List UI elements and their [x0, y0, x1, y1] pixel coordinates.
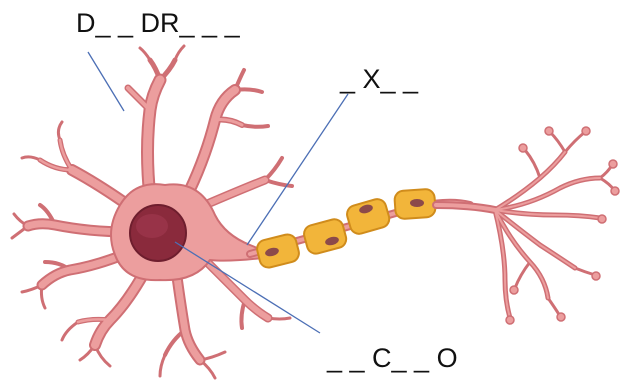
nucleus-label: _ _ C_ _ O	[327, 345, 458, 372]
axon-terminals	[436, 132, 614, 318]
dendrite-label: D_ _ DR_ _ _	[76, 10, 240, 37]
axon-label: _ X_ _	[340, 66, 418, 93]
axon-terminal-fill	[436, 152, 600, 318]
dendrite-pointer-line	[88, 52, 124, 111]
nucleus-highlight	[136, 214, 168, 238]
